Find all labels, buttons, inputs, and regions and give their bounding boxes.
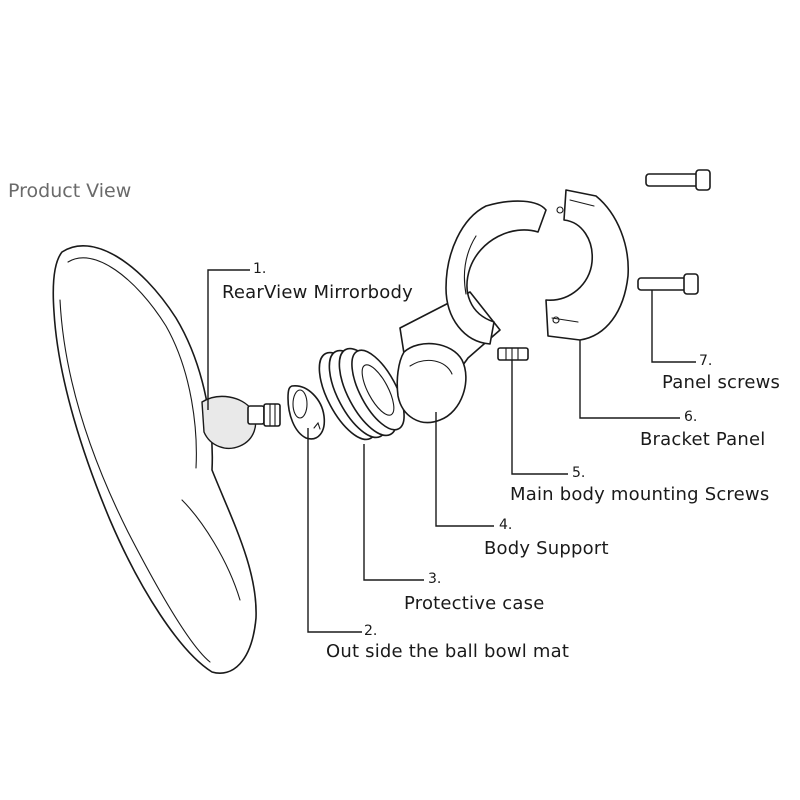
part-2-number: 2. [364, 623, 378, 639]
leader-line-6 [579, 340, 680, 419]
part-5-name: Main body mounting Screws [510, 484, 770, 505]
part-4-name: Body Support [484, 538, 609, 559]
part-7-number: 7. [699, 353, 713, 369]
panel-screws-part [637, 169, 711, 295]
mirror-body-part [52, 245, 281, 674]
part-1-number: 1. [253, 261, 267, 277]
diagram-title: Product View [8, 180, 132, 202]
mounting-screw-part [497, 347, 529, 361]
part-2-name: Out side the ball bowl mat [326, 641, 570, 662]
leader-line-4 [435, 412, 494, 527]
part-6-number: 6. [684, 409, 698, 425]
part-3-name: Protective case [404, 593, 545, 614]
bracket-panel-part [545, 189, 629, 341]
protective-case-part [318, 347, 405, 441]
leader-line-7 [651, 290, 696, 363]
part-5-number: 5. [572, 465, 586, 481]
leader-line-3 [363, 444, 424, 581]
part-6-name: Bracket Panel [640, 429, 766, 450]
body-support-part [396, 200, 547, 424]
ball-bowl-mat-part [287, 385, 326, 440]
leader-line-5 [511, 360, 568, 475]
part-3-number: 3. [428, 571, 442, 587]
leader-line-2 [307, 428, 362, 633]
part-1-name: RearView Mirrorbody [222, 282, 413, 303]
part-4-number: 4. [499, 517, 513, 533]
part-7-name: Panel screws [662, 372, 781, 393]
leader-line-1 [207, 269, 250, 410]
